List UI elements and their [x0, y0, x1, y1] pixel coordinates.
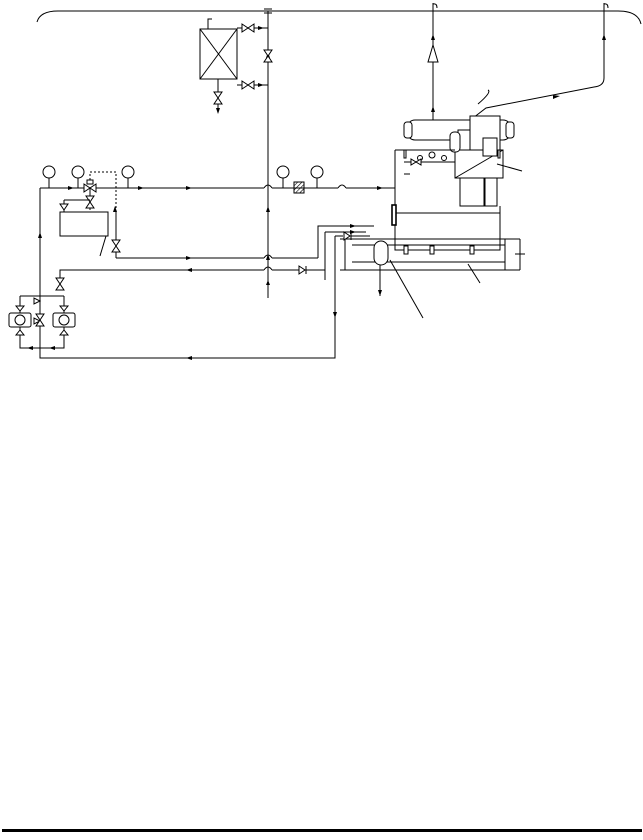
- page-footer-rule: [2, 829, 642, 832]
- pump-right: [52, 305, 76, 336]
- expansion-tank-top-line: [237, 23, 268, 33]
- central-riser-pipe: [263, 8, 273, 298]
- expansion-tank: [199, 18, 238, 80]
- gauge-group-right: [276, 165, 324, 188]
- pump-left: [8, 305, 32, 336]
- main-supply-pipe: [40, 184, 395, 190]
- boiler-manifold: [404, 151, 455, 175]
- boiler-body: [391, 149, 501, 251]
- supply-valve-cluster: [68, 171, 117, 210]
- expansion-tank-bottom-line: [237, 80, 268, 90]
- return-pipe: [55, 265, 325, 291]
- burner-assembly: [449, 115, 504, 207]
- pump-bypass: [27, 313, 55, 350]
- expansion-tank-drain: [213, 79, 223, 114]
- boiler-base-frame: [340, 238, 525, 271]
- long-return-pipe: [38, 188, 370, 360]
- right-return-riser: [472, 3, 609, 119]
- main-header-pipe: [36, 10, 642, 25]
- gauge-group-left: [42, 165, 135, 188]
- vent-riser-with-check: [427, 3, 439, 126]
- flow-meter-loop: [373, 240, 389, 296]
- strainer: [293, 181, 305, 194]
- tank-return-branch: [111, 210, 374, 280]
- leader-lines: [99, 163, 523, 319]
